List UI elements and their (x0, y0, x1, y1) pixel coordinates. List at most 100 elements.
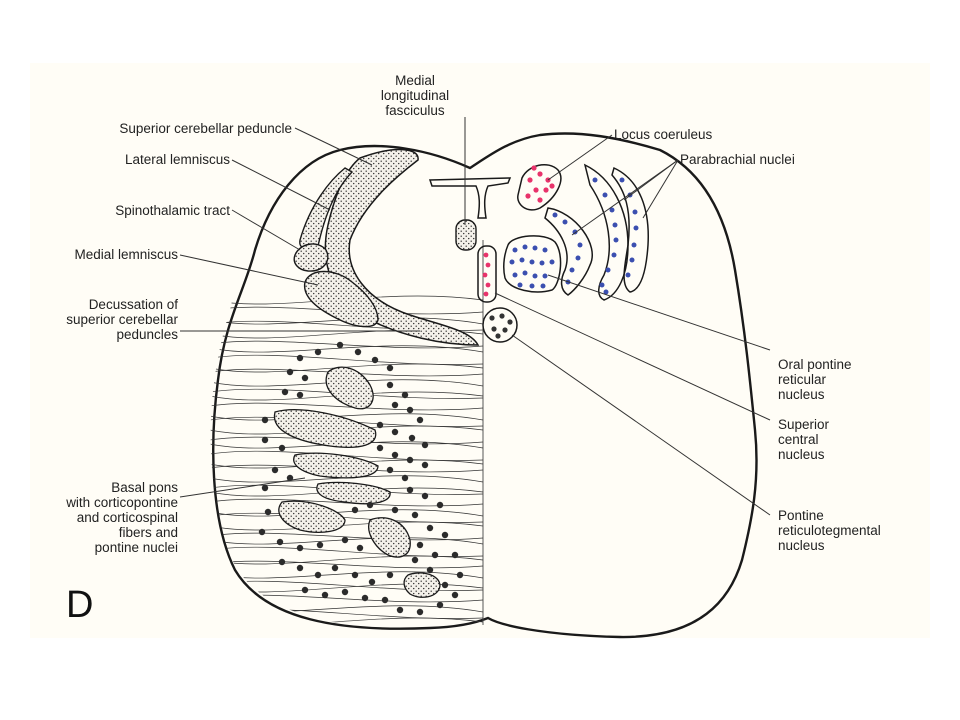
parabrachial-dot (529, 259, 535, 265)
pontine-nucleus-island (316, 481, 391, 505)
superior-central-dot (502, 327, 508, 333)
locus-coeruleus-dot (543, 187, 549, 193)
parabrachial-dot (549, 259, 555, 265)
spinothalamic-tract-shape (293, 243, 329, 272)
pontine-nucleus-island (293, 452, 379, 479)
pontine-nucleus-dot (386, 381, 394, 389)
locus-coeruleus-dot (537, 171, 543, 177)
pontine-nucleus-dot (391, 401, 399, 409)
pons-outline (212, 132, 758, 639)
superior-central-dot (495, 333, 501, 339)
oral-pontine-dot (485, 282, 491, 288)
pontine-nucleus-dot (421, 461, 429, 469)
parabrachial-dot (542, 247, 548, 253)
parabrachial-dot (539, 260, 545, 266)
parabrachial-dot (613, 237, 619, 243)
parabrachial-dot (519, 257, 525, 263)
parabrachial-dot (625, 272, 631, 278)
pontine-nucleus-dot (316, 541, 324, 549)
pontine-nucleus-dot (261, 416, 269, 424)
parabrachial-outer-shape (611, 166, 649, 293)
leader-lines (179, 117, 771, 516)
pontine-nucleus-dot (261, 484, 269, 492)
pontine-nucleus-dot (354, 348, 362, 356)
oral-pontine-dot (485, 262, 491, 268)
pontine-nuclei-dots (258, 341, 464, 616)
parabrachial-dot (517, 282, 523, 288)
fiber-line (210, 628, 483, 630)
fiber-line (210, 498, 483, 507)
parabrachial-dot (631, 242, 637, 248)
pontine-nucleus-dot (406, 406, 414, 414)
pontine-nucleus-dot (361, 594, 369, 602)
fiber-line (210, 521, 483, 531)
pontine-nucleus-dot (406, 486, 414, 494)
pontine-nucleus-dot (391, 506, 399, 514)
label-parabrachial-nuclei: Parabrachial nuclei (680, 152, 795, 167)
pontine-nucleus-dot (381, 596, 389, 604)
pontine-nucleus-dot (296, 354, 304, 362)
pontine-nucleus-dot (431, 551, 439, 559)
parabrachial-inner-shape (544, 207, 593, 296)
fiber-line (210, 537, 483, 545)
label-medial-lemniscus: Medial lemniscus (74, 247, 178, 262)
parabrachial-dot (603, 289, 609, 295)
pontine-nucleus-dot (301, 374, 309, 382)
pontine-nucleus-dot (406, 456, 414, 464)
locus-coeruleus-dot (525, 193, 531, 199)
fiber-line (210, 512, 483, 523)
parabrachial-dot (522, 270, 528, 276)
fiber-line (210, 546, 483, 557)
superior-central-dot (499, 313, 505, 319)
pontine-nucleus-dot (314, 348, 322, 356)
pontine-nucleus-dot (416, 416, 424, 424)
fiber-line (210, 532, 483, 541)
pontine-nucleus-dot (421, 492, 429, 500)
diagram-frame (30, 63, 930, 638)
pontine-nucleus-dot (314, 571, 322, 579)
parabrachial-dot (611, 252, 617, 258)
parabrachial-middle-shape (583, 163, 629, 301)
panel-letter: D (66, 584, 94, 626)
pontine-nucleus-dot (341, 588, 349, 596)
pontine-nucleus-island (278, 500, 346, 533)
mlf-shape (455, 219, 477, 251)
label-lateral-lemniscus: Lateral lemniscus (124, 152, 230, 167)
parabrachial-dot (592, 177, 598, 183)
pontine-nucleus-dot (278, 558, 286, 566)
pontine-nucleus-dot (401, 474, 409, 482)
locus-coeruleus-dot (549, 183, 555, 189)
label-locus-coeruleus: Locus coeruleus (614, 127, 713, 142)
pontine-nucleus-dot (351, 506, 359, 514)
fourth-ventricle (428, 177, 512, 219)
oral-pontine-dot (482, 272, 488, 278)
pontine-nucleus-dot (426, 524, 434, 532)
oral-pontine-dot (483, 252, 489, 258)
parabrachial-dots (509, 177, 639, 295)
pontine-nucleus-dot (386, 364, 394, 372)
parabrachial-dot (633, 225, 639, 231)
locus-coeruleus-shape (517, 163, 562, 211)
pontine-nucleus-dot (391, 451, 399, 459)
pontine-nucleus-dot (456, 571, 464, 579)
parabrachial-dot (629, 257, 635, 263)
oral-pontine-dots (482, 252, 491, 297)
superior-central-dots (489, 313, 513, 339)
pontine-nucleus-island (368, 517, 411, 558)
pontine-nucleus-dot (451, 591, 459, 599)
parabrachial-dot (509, 259, 515, 265)
pontine-nucleus-dot (371, 356, 379, 364)
pontine-nucleus-dot (441, 531, 449, 539)
pontine-nucleus-dot (356, 544, 364, 552)
pontine-nucleus-dot (351, 571, 359, 579)
pontine-nucleus-dot (396, 606, 404, 614)
fiber-line (210, 571, 483, 579)
pontine-nucleus-dot (411, 556, 419, 564)
pontine-nucleus-dot (296, 391, 304, 399)
fiber-line (210, 608, 483, 619)
